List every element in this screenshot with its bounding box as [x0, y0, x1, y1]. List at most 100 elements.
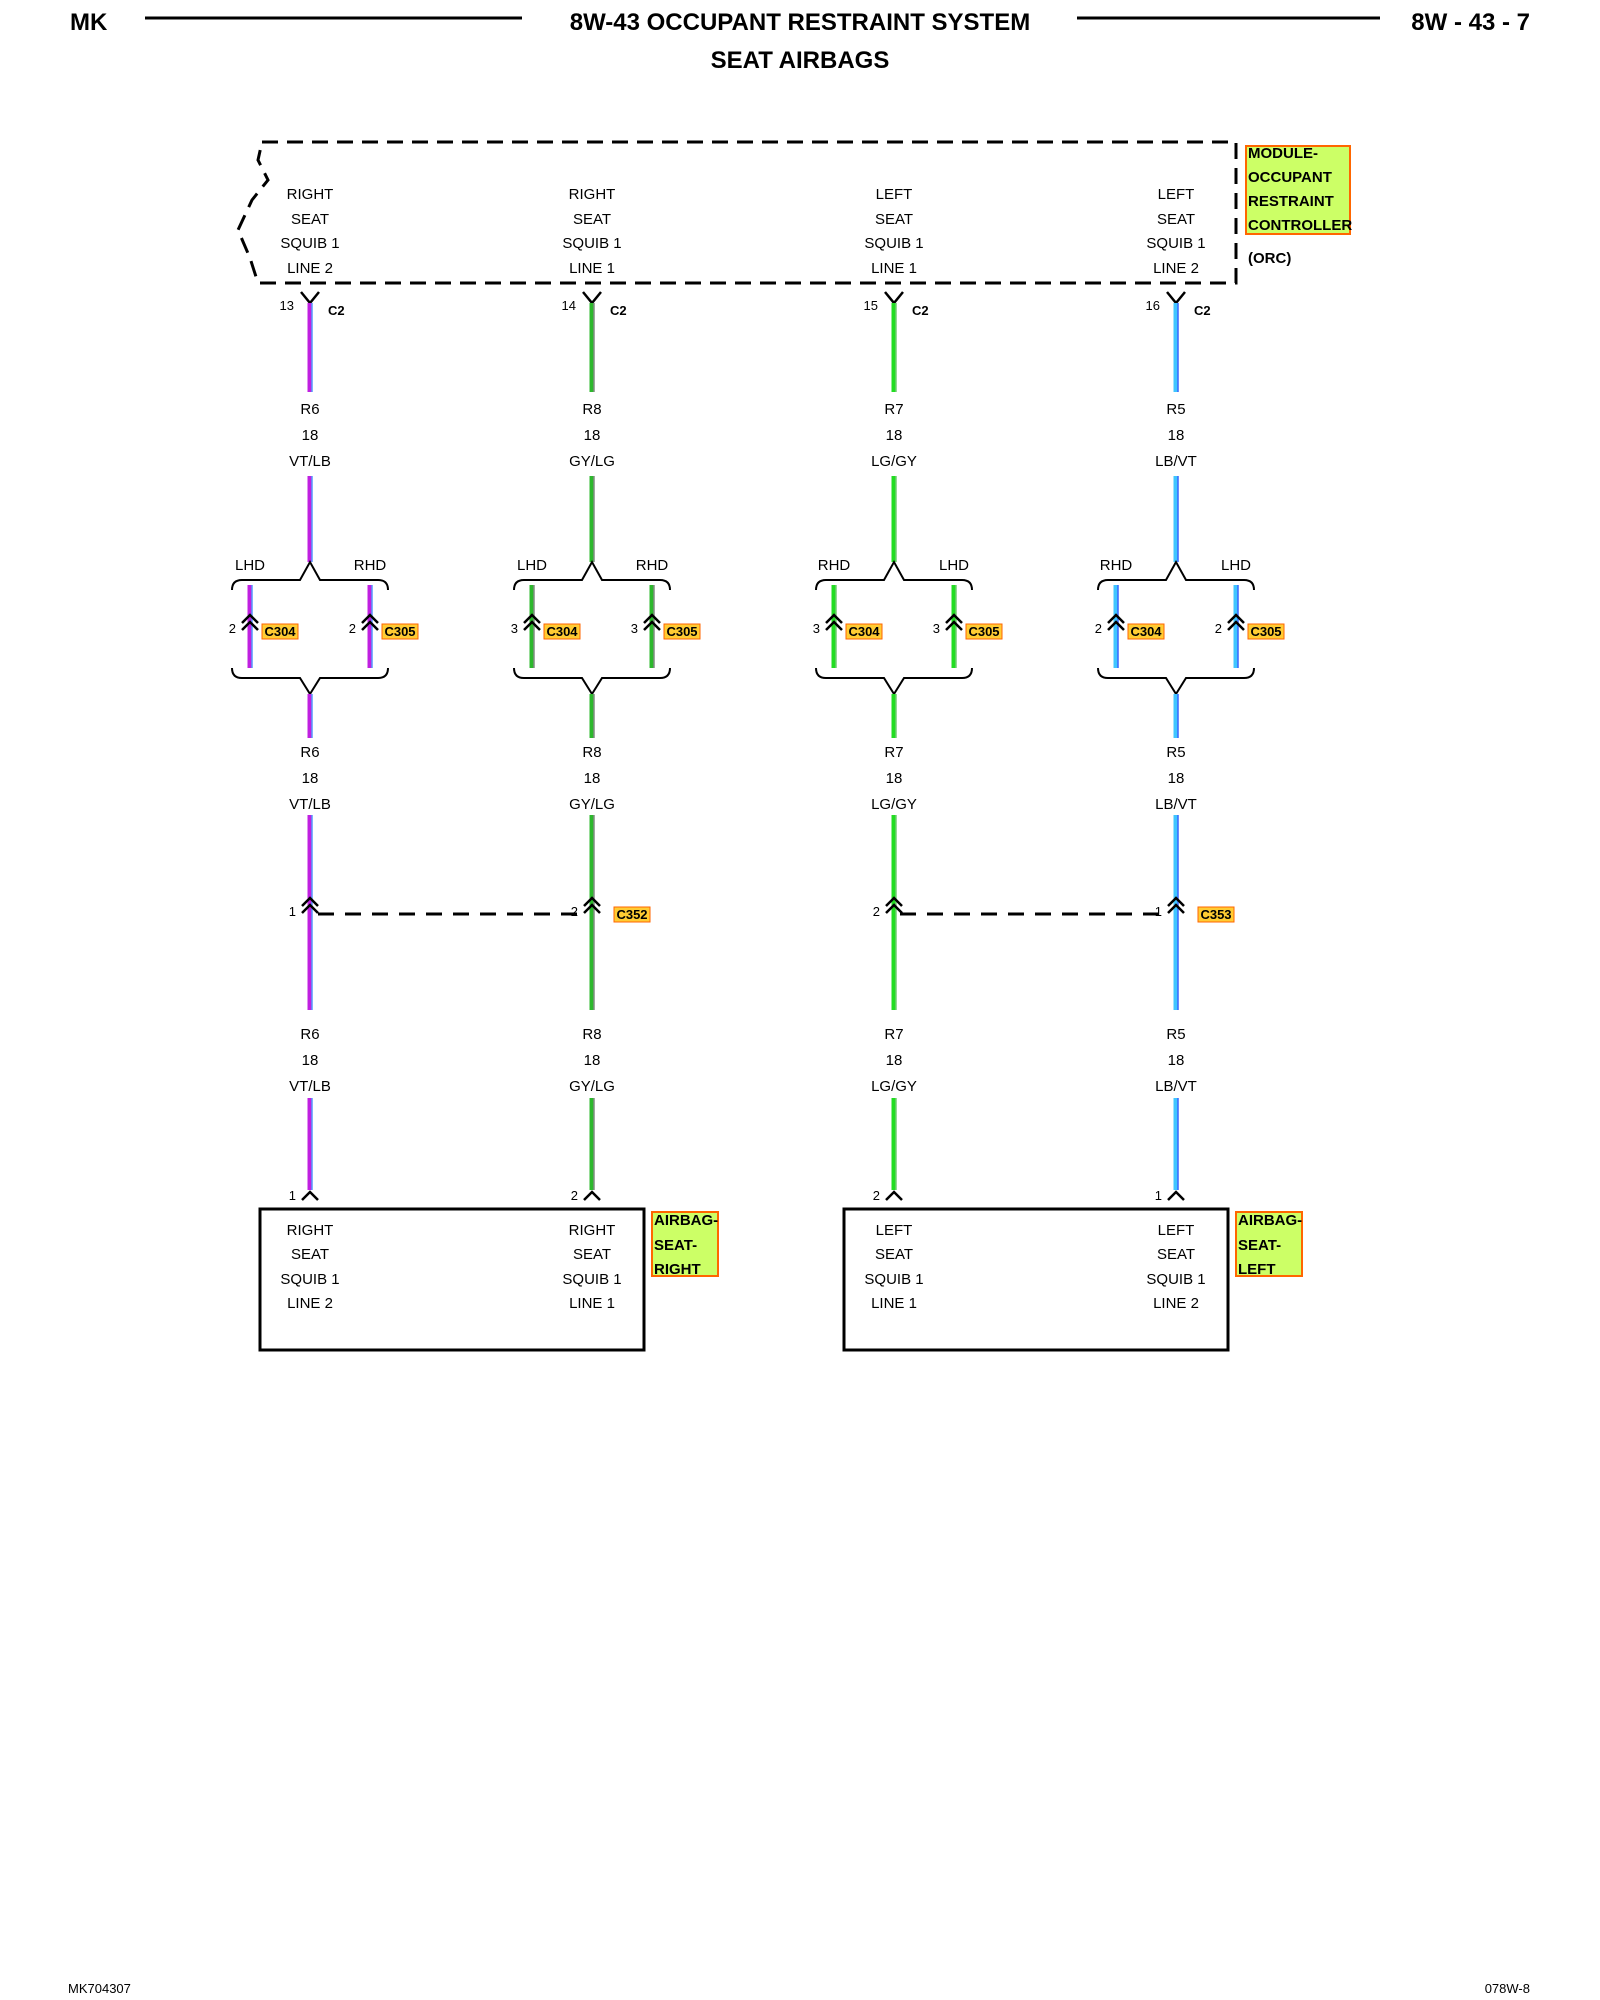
wire-color-code: VT/LB [289, 453, 331, 470]
wire-gauge: 18 [302, 1052, 319, 1069]
page-header: MK 8W-43 OCCUPANT RESTRAINT SYSTEM 8W - … [70, 9, 1530, 74]
split-pin-left: 3 [813, 621, 820, 636]
split-pin-right: 3 [933, 621, 940, 636]
wire-gauge: 18 [302, 427, 319, 444]
wire-gauge: 18 [1168, 770, 1185, 787]
connector-chevron [1227, 613, 1245, 624]
split-bracket-top [815, 559, 973, 591]
airbag-left-outline [842, 1207, 1230, 1352]
split-bracket-top [231, 559, 389, 591]
component-name-line: AIRBAG- [1238, 1212, 1302, 1229]
split-label-right: RHD [636, 557, 669, 574]
circuit-number: R5 [1166, 744, 1185, 761]
circuit-number: R8 [582, 1026, 601, 1043]
component-name-line: SEAT- [654, 1237, 697, 1254]
airbag-seat-right: RIGHT SEAT SQUIB 1 LINE 2 RIGHT SEAT SQU… [258, 1207, 719, 1352]
wire-gauge: 18 [886, 427, 903, 444]
terminal-label: LINE 1 [871, 1295, 917, 1312]
connector-chevron [361, 613, 379, 624]
terminal-label: RIGHT [569, 1222, 616, 1239]
connector-tag [613, 906, 651, 923]
c2-pin-number: 13 [280, 298, 294, 313]
connector-chevron [643, 620, 661, 631]
c2-pin-number: 16 [1146, 298, 1160, 313]
page-title: 8W-43 OCCUPANT RESTRAINT SYSTEM [570, 9, 1030, 36]
connector-chevron [361, 620, 379, 631]
terminal-label: SQUIB 1 [1146, 1271, 1205, 1288]
terminal-label: LINE 2 [287, 1295, 333, 1312]
component-name-line: LEFT [1238, 1261, 1276, 1278]
terminal-label: RIGHT [287, 1222, 334, 1239]
wire-color-code: GY/LG [569, 453, 615, 470]
connector-chevron [523, 620, 541, 631]
split-pin-left: 2 [229, 621, 236, 636]
connector-name: C305 [968, 624, 999, 639]
terminal-label: SEAT [1157, 211, 1195, 228]
c2-connector-name: C2 [912, 303, 929, 318]
circuit-number: R7 [884, 1026, 903, 1043]
split-pin-left: 3 [511, 621, 518, 636]
c2-terminal [300, 291, 320, 305]
split-pin-right: 3 [631, 621, 638, 636]
terminal-label: LEFT [1158, 1222, 1195, 1239]
connector-tag [1247, 623, 1285, 640]
terminal-label: SQUIB 1 [280, 1271, 339, 1288]
circuit-number: R8 [582, 744, 601, 761]
terminal-label: SEAT [1157, 1246, 1195, 1263]
c2-terminal [582, 291, 602, 305]
circuit-number: R5 [1166, 401, 1185, 418]
component-highlight [1235, 1211, 1303, 1277]
split-label-left: LHD [517, 557, 547, 574]
component-name-line: MODULE- [1248, 145, 1318, 162]
split-bracket-top [1097, 559, 1255, 591]
airbag-terminal [583, 1190, 601, 1201]
airbag-terminal [301, 1190, 319, 1201]
connector-tag [845, 623, 883, 640]
wire-gauge: 18 [886, 1052, 903, 1069]
terminal-label: LINE 1 [569, 1295, 615, 1312]
controller-terminal-2: RIGHT SEAT SQUIB 1 LINE 1 [562, 186, 621, 277]
terminal-label: SQUIB 1 [1146, 235, 1205, 252]
page-subtitle: SEAT AIRBAGS [711, 47, 890, 74]
c2-connector-name: C2 [610, 303, 627, 318]
split-label-left: RHD [1100, 557, 1133, 574]
c2-pin-number: 14 [562, 298, 576, 313]
controller-terminal-1: RIGHT SEAT SQUIB 1 LINE 2 [280, 186, 339, 277]
terminal-label: LEFT [1158, 186, 1195, 203]
split-label-left: RHD [818, 557, 851, 574]
connector-chevron [523, 613, 541, 624]
connector-tag [381, 623, 419, 640]
inline-pin-number: 1 [289, 904, 296, 919]
wire-color-code: LB/VT [1155, 796, 1197, 813]
terminal-label: SQUIB 1 [864, 1271, 923, 1288]
terminal-label: SEAT [875, 211, 913, 228]
airbag-seat-left: LEFT SEAT SQUIB 1 LINE 1 LEFT SEAT SQUIB… [842, 1207, 1303, 1352]
circuit-number: R6 [300, 744, 319, 761]
circuit-number: R6 [300, 401, 319, 418]
connector-chevron [301, 903, 319, 914]
c2-terminal [1166, 291, 1186, 305]
terminal-label: SQUIB 1 [864, 235, 923, 252]
connector-chevron [643, 613, 661, 624]
c2-pin-number: 15 [864, 298, 878, 313]
connector-chevron [885, 903, 903, 914]
terminal-label: RIGHT [569, 186, 616, 203]
wire-color-code: LB/VT [1155, 1078, 1197, 1095]
airbag-right-outline [258, 1207, 646, 1352]
terminal-label: SEAT [573, 1246, 611, 1263]
connector-tag [965, 623, 1003, 640]
wire-color-code: VT/LB [289, 796, 331, 813]
connector-name: C305 [666, 624, 697, 639]
component-name-line: SEAT- [1238, 1237, 1281, 1254]
circuit-number: R8 [582, 401, 601, 418]
footer-doc-id: MK704307 [68, 1981, 131, 1996]
airbag-pin-number: 1 [289, 1188, 296, 1203]
airbag-terminal [885, 1190, 903, 1201]
inline-pin-number: 2 [571, 904, 578, 919]
connector-name: C305 [1250, 624, 1281, 639]
